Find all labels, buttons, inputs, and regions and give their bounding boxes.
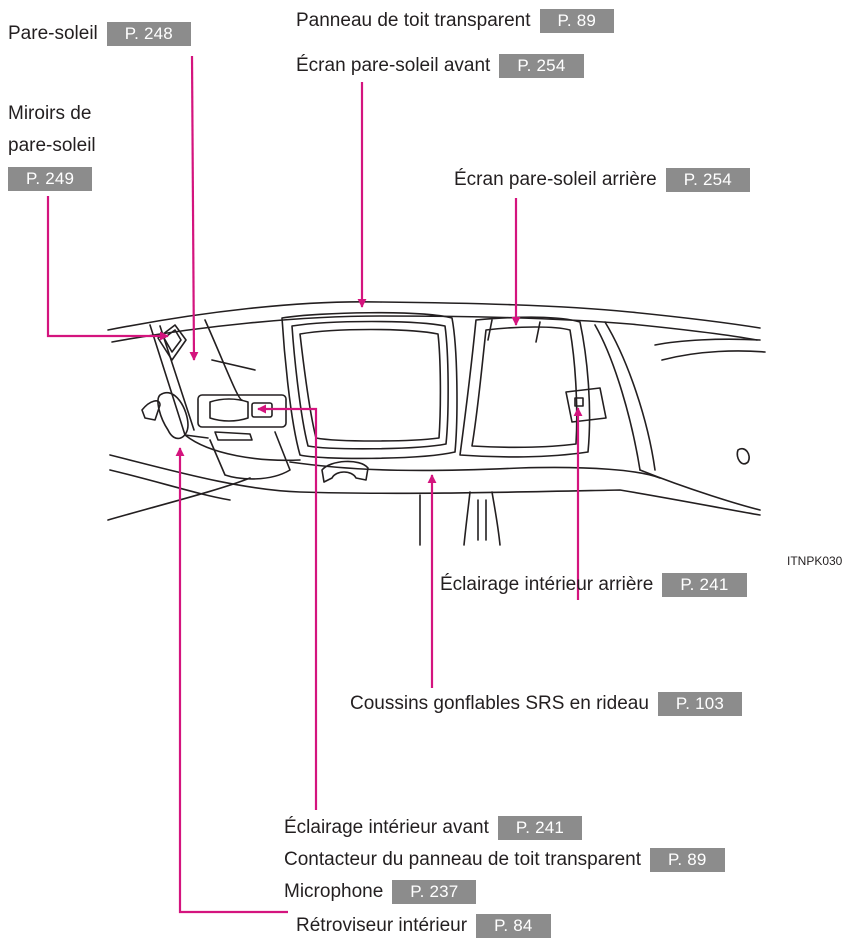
label-text: Écran pare-soleil arrière [454, 169, 657, 190]
label-curtain-airbags: Coussins gonflables SRS en rideau P. 103 [350, 692, 743, 716]
label-moon-roof: Panneau de toit transparent P. 89 [296, 9, 615, 33]
label-text: Panneau de toit transparent [296, 10, 531, 31]
label-text: pare-soleil [8, 135, 96, 156]
page-ref-badge[interactable]: P. 89 [650, 848, 725, 872]
page-ref-badge[interactable]: P. 237 [392, 880, 477, 904]
label-vanity-mirrors-line1: Miroirs de [8, 102, 100, 126]
label-vanity-mirrors-page: P. 249 [8, 167, 93, 191]
label-text: Contacteur du panneau de toit transparen… [284, 849, 642, 870]
leader-front-interior-light [257, 404, 318, 810]
page-ref-badge[interactable]: P. 254 [499, 54, 584, 78]
vehicle-headliner-drawing [107, 300, 766, 546]
page-ref-badge[interactable]: P. 248 [106, 22, 191, 46]
leader-inside-mirror [175, 447, 288, 914]
label-text: Coussins gonflables SRS en rideau [350, 693, 649, 714]
label-text: Pare-soleil [8, 23, 98, 44]
label-rear-sunshade: Écran pare-soleil arrière P. 254 [454, 168, 750, 192]
label-text: Éclairage intérieur avant [284, 817, 489, 838]
label-sun-visor: Pare-soleil P. 248 [8, 22, 191, 46]
label-moon-roof-switch: Contacteur du panneau de toit transparen… [284, 848, 725, 872]
label-text: Microphone [284, 881, 384, 902]
figure-id: ITNPK030 [787, 554, 843, 568]
label-text: Écran pare-soleil avant [296, 55, 491, 76]
label-text: Rétroviseur intérieur [296, 915, 468, 936]
leader-vanity-mirror [46, 196, 169, 341]
label-rear-interior-light: Éclairage intérieur arrière P. 241 [440, 573, 747, 597]
label-inside-mirror: Rétroviseur intérieur P. 84 [296, 914, 551, 938]
leader-sun-visor [189, 55, 199, 361]
label-front-sunshade: Écran pare-soleil avant P. 254 [296, 54, 584, 78]
label-microphone: Microphone P. 237 [284, 880, 477, 904]
page-ref-badge[interactable]: P. 249 [8, 167, 93, 191]
page-ref-badge[interactable]: P. 84 [476, 914, 551, 938]
label-text: Miroirs de [8, 103, 92, 124]
label-front-interior-light: Éclairage intérieur avant P. 241 [284, 816, 583, 840]
page-ref-badge[interactable]: P. 103 [657, 692, 743, 716]
leader-lines [46, 55, 583, 914]
page-ref-badge[interactable]: P. 241 [497, 816, 583, 840]
label-vanity-mirrors-line2: pare-soleil [8, 134, 105, 158]
page-ref-badge[interactable]: P. 254 [665, 168, 750, 192]
label-text: Éclairage intérieur arrière [440, 574, 654, 595]
page-ref-badge[interactable]: P. 89 [539, 9, 615, 33]
page-ref-badge[interactable]: P. 241 [662, 573, 747, 597]
